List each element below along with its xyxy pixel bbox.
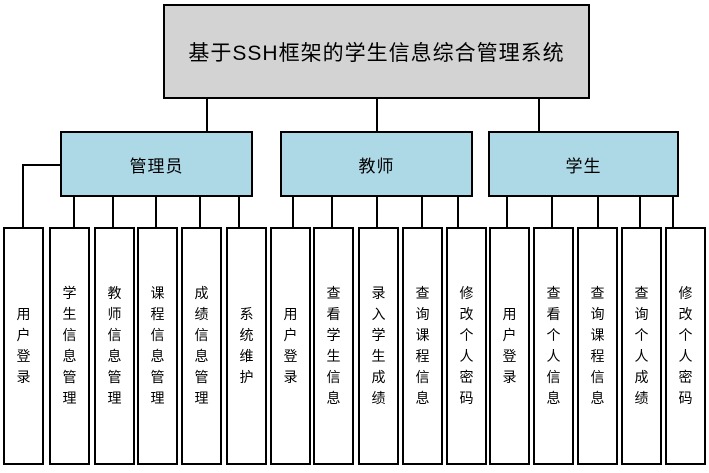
- leaf-node-teacher-user-login: 用户登录: [270, 227, 311, 465]
- leaf-label: 查询课程信息: [415, 285, 430, 406]
- leaf-label: 用户登录: [283, 306, 298, 385]
- leaf-node-student-change-password: 修改个人密码: [665, 227, 706, 465]
- branch-node-admin: 管理员: [60, 131, 253, 197]
- leaf-label: 课程信息管理: [150, 285, 165, 406]
- leaf-node-admin-user-login: 用户登录: [3, 227, 44, 465]
- leaf-node-admin-teacher-info-mgmt: 教师信息管理: [94, 227, 135, 465]
- leaf-label: 修改个人密码: [459, 285, 474, 406]
- branch-student-label: 学生: [565, 156, 602, 176]
- leaf-node-teacher-view-student-info: 查看学生信息: [313, 227, 354, 465]
- leaf-node-admin-student-info-mgmt: 学生信息管理: [49, 227, 90, 465]
- root-node-system-title: 基于SSH框架的学生信息综合管理系统: [163, 4, 590, 99]
- leaf-label: 录入学生成绩: [371, 285, 386, 406]
- leaf-node-admin-course-info-mgmt: 课程信息管理: [137, 227, 178, 465]
- root-node-label: 基于SSH框架的学生信息综合管理系统: [188, 41, 565, 65]
- leaf-node-teacher-enter-student-grades: 录入学生成绩: [358, 227, 399, 465]
- leaf-node-student-query-course-info: 查询课程信息: [577, 227, 618, 465]
- leaf-label: 查询课程信息: [590, 285, 605, 406]
- leaf-label: 修改个人密码: [678, 285, 693, 406]
- leaf-node-student-user-login: 用户登录: [489, 227, 530, 465]
- leaf-node-admin-system-maintenance: 系统维护: [226, 227, 267, 465]
- leaf-label: 查看学生信息: [326, 285, 341, 406]
- branch-admin-label: 管理员: [129, 156, 184, 176]
- leaf-label: 学生信息管理: [62, 285, 77, 406]
- leaf-label: 查询个人成绩: [634, 285, 649, 406]
- leaf-node-admin-grade-info-mgmt: 成绩信息管理: [181, 227, 222, 465]
- leaf-label: 系统维护: [239, 306, 254, 385]
- leaf-node-student-query-personal-grades: 查询个人成绩: [621, 227, 662, 465]
- leaf-label: 用户登录: [16, 306, 31, 385]
- leaf-label: 教师信息管理: [107, 285, 122, 406]
- leaf-label: 查看个人信息: [546, 285, 561, 406]
- branch-node-teacher: 教师: [280, 131, 473, 197]
- branch-node-student: 学生: [488, 131, 679, 197]
- branch-teacher-label: 教师: [358, 156, 395, 176]
- leaf-node-student-view-personal-info: 查看个人信息: [533, 227, 574, 465]
- leaf-label: 成绩信息管理: [194, 285, 209, 406]
- leaf-label: 用户登录: [502, 306, 517, 385]
- leaf-node-teacher-change-password: 修改个人密码: [446, 227, 487, 465]
- leaf-node-teacher-query-course-info: 查询课程信息: [402, 227, 443, 465]
